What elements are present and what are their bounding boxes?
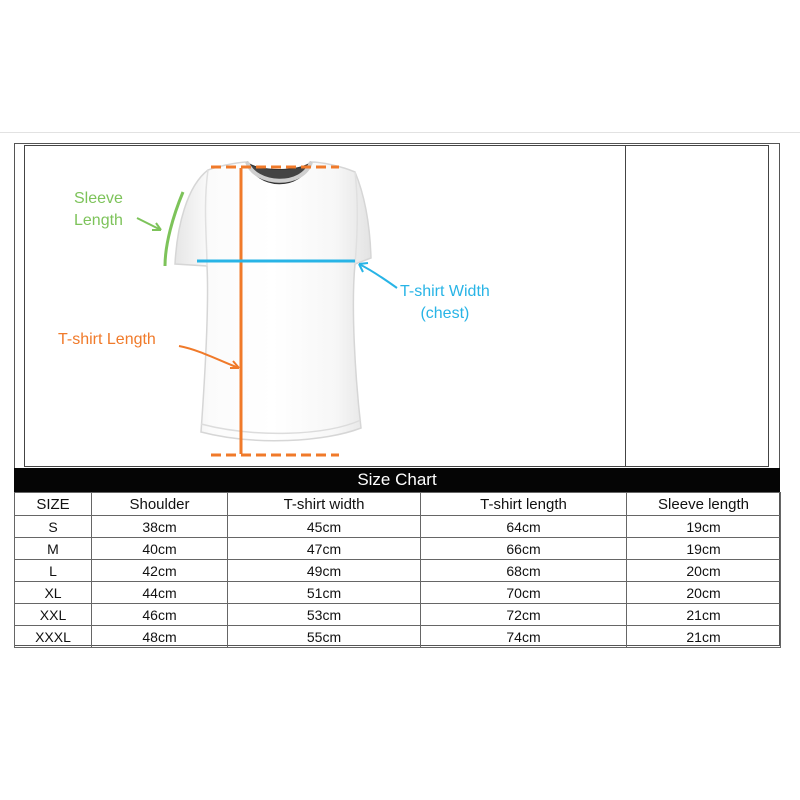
side-empty-panel bbox=[626, 145, 769, 467]
top-divider bbox=[0, 132, 800, 133]
cell-size: XXL bbox=[14, 603, 92, 626]
shirt-diagram-panel bbox=[24, 145, 626, 467]
sleeve-length-marker bbox=[163, 191, 185, 267]
tshirt-width-label: T-shirt Width (chest) bbox=[400, 281, 490, 325]
cell-sleeve: 19cm bbox=[626, 515, 781, 538]
cell-shoulder: 42cm bbox=[91, 559, 228, 582]
cell-width: 53cm bbox=[227, 603, 421, 626]
cell-width: 47cm bbox=[227, 537, 421, 560]
cell-length: 74cm bbox=[420, 625, 627, 648]
table-row: S 38cm 45cm 64cm 19cm bbox=[14, 515, 781, 538]
table-row: XXXL 48cm 55cm 74cm 21cm bbox=[14, 625, 781, 648]
header-shoulder: Shoulder bbox=[91, 492, 228, 516]
cell-sleeve: 21cm bbox=[626, 625, 781, 648]
table-row: M 40cm 47cm 66cm 19cm bbox=[14, 537, 781, 560]
cell-width: 55cm bbox=[227, 625, 421, 648]
cell-width: 51cm bbox=[227, 581, 421, 604]
cell-shoulder: 48cm bbox=[91, 625, 228, 648]
cell-sleeve: 20cm bbox=[626, 581, 781, 604]
header-width: T-shirt width bbox=[227, 492, 421, 516]
table-row: XL 44cm 51cm 70cm 20cm bbox=[14, 581, 781, 604]
cell-sleeve: 20cm bbox=[626, 559, 781, 582]
cell-width: 45cm bbox=[227, 515, 421, 538]
length-callout-arrow bbox=[178, 345, 240, 369]
cell-size: M bbox=[14, 537, 92, 560]
cell-width: 49cm bbox=[227, 559, 421, 582]
sleeve-label-line2: Length bbox=[74, 212, 123, 229]
cell-sleeve: 19cm bbox=[626, 537, 781, 560]
cell-length: 68cm bbox=[420, 559, 627, 582]
table-row: L 42cm 49cm 68cm 20cm bbox=[14, 559, 781, 582]
sleeve-length-label: Sleeve Length bbox=[74, 188, 123, 232]
cell-size: S bbox=[14, 515, 92, 538]
table-header-row: SIZE Shoulder T-shirt width T-shirt leng… bbox=[14, 492, 781, 516]
cell-shoulder: 44cm bbox=[91, 581, 228, 604]
size-chart-title: Size Chart bbox=[14, 468, 780, 492]
cell-shoulder: 46cm bbox=[91, 603, 228, 626]
cell-length: 72cm bbox=[420, 603, 627, 626]
cell-shoulder: 40cm bbox=[91, 537, 228, 560]
tshirt-illustration bbox=[136, 161, 398, 457]
cell-length: 66cm bbox=[420, 537, 627, 560]
cell-size: XL bbox=[14, 581, 92, 604]
cell-length: 70cm bbox=[420, 581, 627, 604]
cell-size: XXXL bbox=[14, 625, 92, 648]
width-label-line2: (chest) bbox=[420, 305, 470, 322]
cell-sleeve: 21cm bbox=[626, 603, 781, 626]
header-length: T-shirt length bbox=[420, 492, 627, 516]
cell-shoulder: 38cm bbox=[91, 515, 228, 538]
sleeve-callout-arrow bbox=[136, 217, 162, 231]
sleeve-label-line1: Sleeve bbox=[74, 190, 123, 207]
tshirt-length-label: T-shirt Length bbox=[58, 331, 156, 348]
cell-size: L bbox=[14, 559, 92, 582]
width-label-line1: T-shirt Width bbox=[400, 283, 490, 300]
cell-length: 64cm bbox=[420, 515, 627, 538]
size-table: SIZE Shoulder T-shirt width T-shirt leng… bbox=[14, 492, 781, 648]
width-callout-arrow bbox=[358, 263, 398, 289]
table-row: XXL 46cm 53cm 72cm 21cm bbox=[14, 603, 781, 626]
header-size: SIZE bbox=[14, 492, 92, 516]
tshirt-body bbox=[174, 161, 372, 442]
header-sleeve: Sleeve length bbox=[626, 492, 781, 516]
